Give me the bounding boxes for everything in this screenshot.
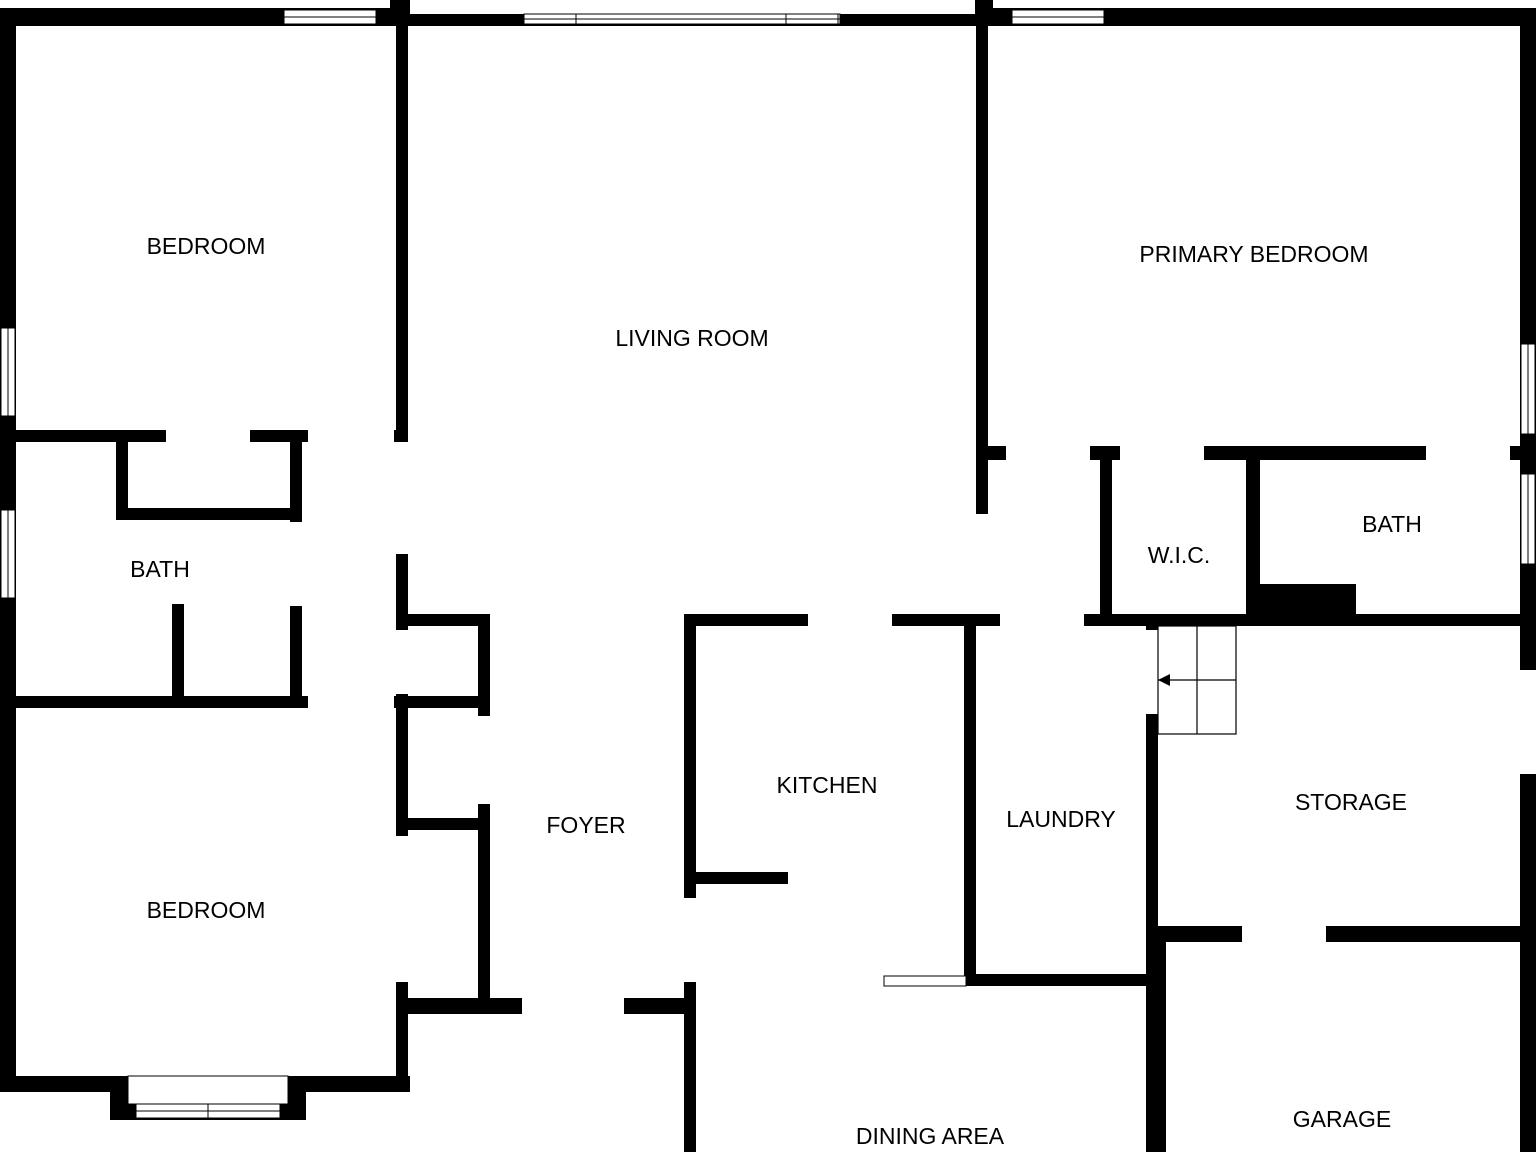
doorway (478, 716, 490, 804)
doorway (684, 898, 696, 982)
wall (116, 430, 128, 520)
windows (0, 9, 1536, 1119)
doorway (1146, 630, 1158, 714)
counter (883, 975, 967, 987)
room-label-wic: W.I.C. (1148, 542, 1211, 568)
doorway (1520, 670, 1536, 774)
room-label-bedroom: BEDROOM (147, 233, 266, 259)
room-label-laundry: LAUNDRY (1006, 806, 1116, 832)
room-label-primary-bedroom: PRIMARY BEDROOM (1139, 241, 1368, 267)
doorway (1120, 446, 1204, 460)
wall (696, 872, 788, 884)
room-label-storage: STORAGE (1295, 789, 1407, 815)
room-label-garage: GARAGE (1293, 1106, 1391, 1132)
wall (1146, 614, 1158, 1152)
doorway (308, 430, 394, 442)
wall (1520, 8, 1536, 1152)
wall (478, 614, 490, 1014)
doorway (1242, 926, 1326, 942)
wall (964, 614, 976, 986)
doorway (290, 522, 302, 606)
wall (976, 8, 988, 514)
room-label-bedroom: BEDROOM (147, 897, 266, 923)
wall (116, 508, 302, 520)
stairs (1157, 625, 1237, 735)
room-label-kitchen: KITCHEN (777, 772, 878, 798)
doorway (396, 836, 408, 982)
room-label-dining-area: DINING AREA (856, 1123, 1005, 1149)
wall (172, 604, 184, 704)
doorway (1426, 446, 1510, 460)
room-label-bath: BATH (1362, 511, 1422, 537)
openings (166, 430, 1536, 982)
wall (396, 998, 522, 1014)
wall (975, 8, 1536, 26)
wall (396, 8, 408, 440)
wall (396, 818, 486, 830)
wall (1158, 926, 1166, 1152)
wall (684, 614, 696, 1152)
doorway (808, 614, 892, 626)
doorway (396, 630, 408, 694)
doorway (1000, 614, 1084, 626)
wall (1100, 446, 1112, 626)
wall (1260, 584, 1356, 620)
window (127, 1075, 289, 1105)
wall (624, 998, 694, 1014)
doorway (166, 430, 250, 442)
doorway (308, 696, 394, 708)
room-label-bath: BATH (130, 556, 190, 582)
wall (396, 614, 486, 626)
doorway (1006, 446, 1090, 460)
room-label-living-room: LIVING ROOM (615, 325, 768, 351)
stair-arrow-icon (1158, 674, 1170, 686)
wall (0, 696, 486, 708)
wall (1146, 926, 1536, 942)
wall (964, 974, 1158, 986)
room-labels: BEDROOM LIVING ROOM PRIMARY BEDROOM BATH… (130, 233, 1422, 1149)
room-label-foyer: FOYER (546, 812, 625, 838)
wall (1246, 446, 1260, 626)
